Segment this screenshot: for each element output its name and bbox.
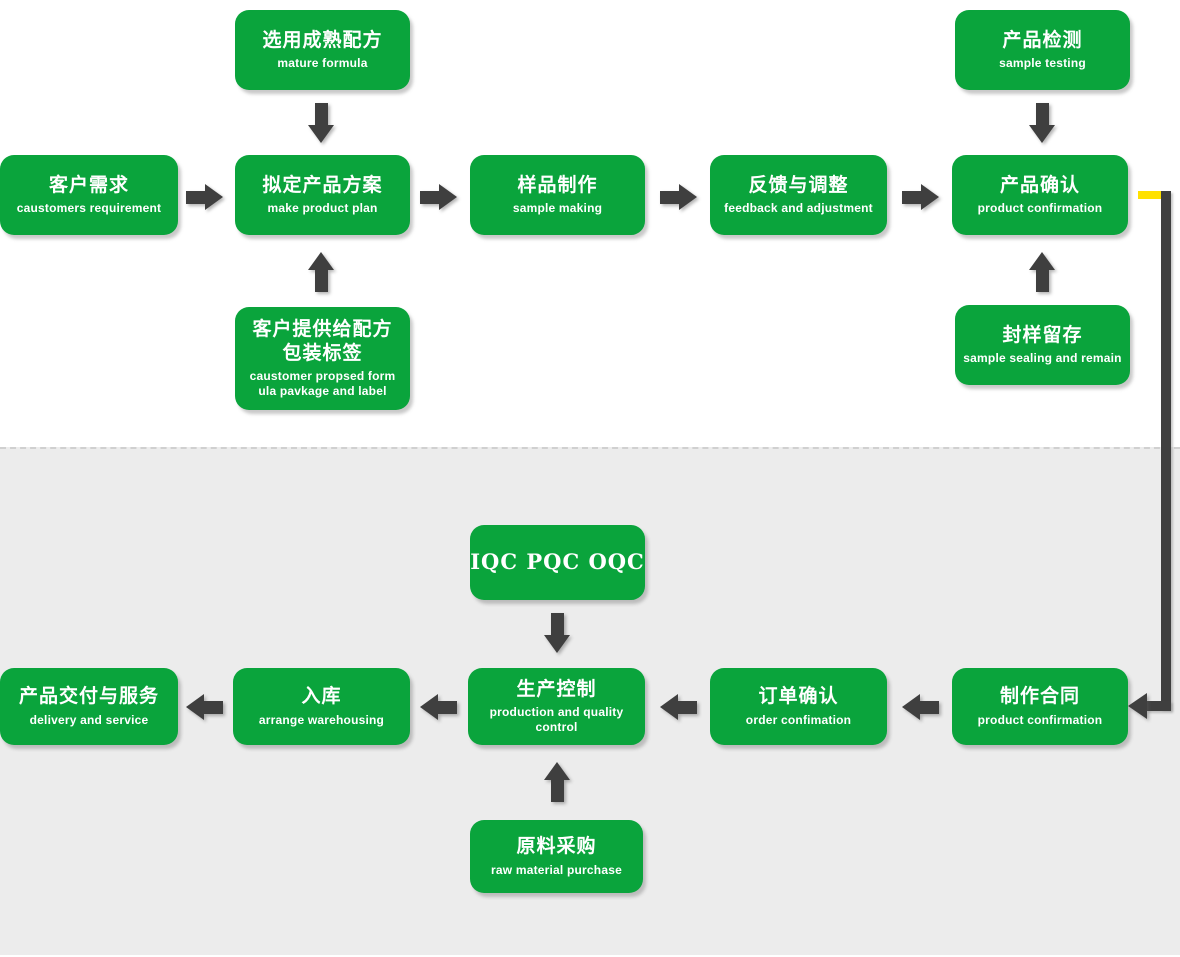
arrow-left-icon: [186, 694, 223, 720]
node-product-confirmation: 产品确认 product confirmation: [952, 155, 1128, 235]
node-title: 反馈与调整: [748, 174, 849, 196]
arrow-left-icon: [420, 694, 457, 720]
node-subtitle: caustomers requirement: [16, 201, 162, 216]
node-subtitle-line1: caustomer propsed form: [249, 369, 396, 384]
node-subtitle: feedback and adjustment: [724, 201, 873, 216]
node-title: 客户需求: [48, 174, 129, 196]
connector-horizontal-line: [1146, 701, 1171, 711]
node-title: 拟定产品方案: [262, 174, 383, 196]
arrow-down-icon: [308, 103, 334, 143]
node-title: 产品检测: [1002, 29, 1083, 51]
node-subtitle: sample sealing and remain: [963, 351, 1122, 366]
node-subtitle: mature formula: [277, 56, 368, 71]
node-customer-requirement: 客户需求 caustomers requirement: [0, 155, 178, 235]
node-subtitle: delivery and service: [29, 712, 149, 727]
arrow-left-icon: [660, 694, 697, 720]
node-order-confirmation: 订单确认 order confimation: [710, 668, 887, 745]
node-sample-testing: 产品检测 sample testing: [955, 10, 1130, 90]
node-title: 样品制作: [517, 174, 598, 196]
node-subtitle: production and quality control: [489, 705, 624, 735]
arrow-left-icon: [1128, 693, 1147, 719]
node-subtitle: product confirmation: [977, 712, 1103, 727]
node-mature-formula: 选用成熟配方 mature formula: [235, 10, 410, 90]
node-raw-material: 原料采购 raw material purchase: [470, 820, 643, 893]
node-feedback-adjustment: 反馈与调整 feedback and adjustment: [710, 155, 887, 235]
node-sample-sealing: 封样留存 sample sealing and remain: [955, 305, 1130, 385]
node-warehousing: 入库 arrange warehousing: [233, 668, 410, 745]
arrow-up-icon: [544, 762, 570, 802]
node-title: 产品确认: [999, 174, 1080, 196]
node-title: 产品交付与服务: [18, 686, 159, 708]
arrow-right-icon: [902, 184, 939, 210]
node-subtitle-line2: ula pavkage and label: [258, 384, 387, 399]
node-title-line1: 客户提供给配方: [252, 318, 393, 340]
node-subtitle: product confirmation: [977, 201, 1103, 216]
node-title-line2: 包装标签: [282, 342, 363, 364]
node-subtitle: arrange warehousing: [258, 712, 385, 727]
node-delivery-service: 产品交付与服务 delivery and service: [0, 668, 178, 745]
arrow-right-icon: [420, 184, 457, 210]
connector-vertical-line: [1161, 191, 1171, 709]
node-production-control: 生产控制 production and quality control: [468, 668, 645, 745]
node-sample-making: 样品制作 sample making: [470, 155, 645, 235]
node-subtitle: raw material purchase: [491, 862, 622, 877]
node-subtitle: order confimation: [745, 712, 852, 727]
arrow-down-icon: [1029, 103, 1055, 143]
node-title: 选用成熟配方: [262, 29, 383, 51]
node-subtitle: sample making: [512, 201, 603, 216]
node-title: 生产控制: [516, 678, 597, 700]
node-title: 原料采购: [516, 836, 597, 858]
connector-yellow-segment: [1138, 191, 1162, 199]
arrow-right-icon: [186, 184, 223, 210]
node-subtitle: sample testing: [999, 56, 1086, 71]
arrow-right-icon: [660, 184, 697, 210]
arrow-up-icon: [1029, 252, 1055, 292]
node-title: 订单确认: [758, 686, 839, 708]
node-title: 封样留存: [1002, 324, 1083, 346]
node-title: 制作合同: [999, 686, 1080, 708]
arrow-left-icon: [902, 694, 939, 720]
node-subtitle: make product plan: [267, 201, 378, 216]
node-title: 入库: [301, 686, 342, 708]
node-title: IQC PQC OQC: [470, 549, 645, 575]
node-iqc-pqc-oqc: IQC PQC OQC: [470, 525, 645, 600]
arrow-down-icon: [544, 613, 570, 653]
arrow-up-icon: [308, 252, 334, 292]
node-make-contract: 制作合同 product confirmation: [952, 668, 1128, 745]
node-customer-formula: 客户提供给配方 包装标签 caustomer propsed form ula …: [235, 307, 410, 410]
node-make-product-plan: 拟定产品方案 make product plan: [235, 155, 410, 235]
